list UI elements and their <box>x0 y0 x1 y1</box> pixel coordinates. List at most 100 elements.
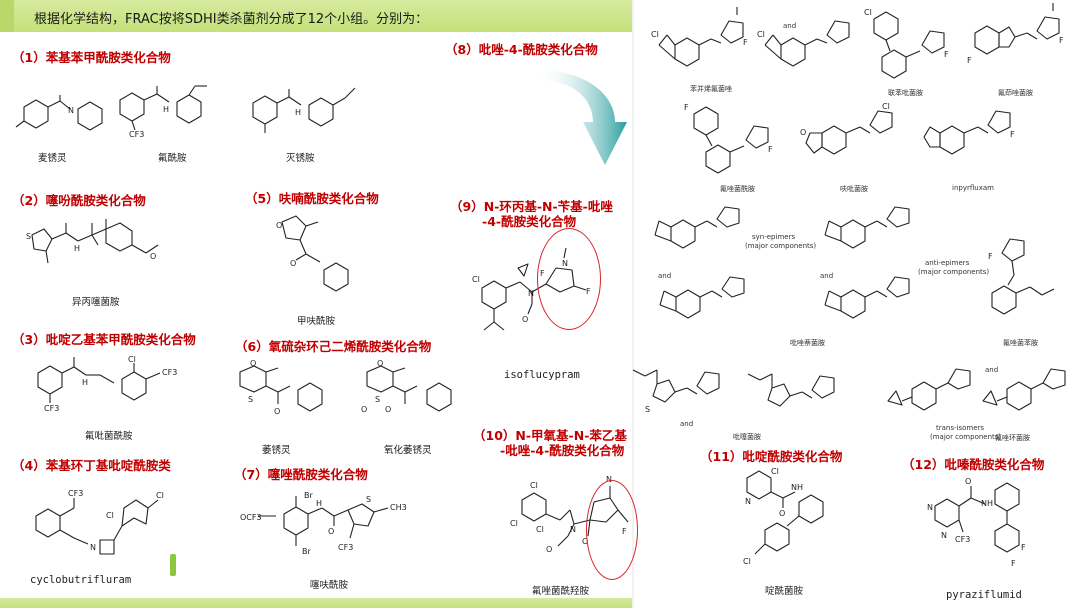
svg-text:O: O <box>274 407 280 416</box>
svg-text:O: O <box>290 259 296 268</box>
compound-name-10: 氟唑菌酰羟胺 <box>532 586 590 597</box>
structure-thifluzamide: OCF3 Br Br H O S CH3 CF3 <box>240 491 407 556</box>
structure-sedaxane-2 <box>982 368 1066 411</box>
svg-text:H: H <box>74 244 80 253</box>
structure-fluindapyr: F F <box>967 3 1064 65</box>
svg-text:Cl: Cl <box>757 30 765 39</box>
group-10-label-line1: （10）N-甲氧基-N-苯乙基 <box>473 428 627 443</box>
svg-text:N: N <box>745 497 751 506</box>
header-accent <box>0 0 14 32</box>
svg-text:Cl: Cl <box>743 557 751 566</box>
structure-sedaxane-1 <box>887 368 971 411</box>
svg-text:Cl: Cl <box>156 491 164 500</box>
svg-text:H: H <box>295 108 301 117</box>
svg-text:O: O <box>965 477 971 486</box>
svg-text:O: O <box>800 128 806 137</box>
note-anti-major: (major components) <box>918 268 990 276</box>
slide-title: 根据化学结构，FRAC按将SDHI类杀菌剂分成了12个小组。分别为： <box>34 12 429 27</box>
compound-name-6b: 氧化萎锈灵 <box>384 445 432 456</box>
compound-name-9: isoflucypram <box>504 369 580 381</box>
svg-text:S: S <box>248 395 253 404</box>
svg-text:H: H <box>163 105 169 114</box>
svg-text:F: F <box>743 38 748 47</box>
svg-text:O: O <box>582 537 588 546</box>
compound-name-2: 异丙噻菌胺 <box>72 297 120 308</box>
structure-oxycarboxin: O S O O <box>361 359 452 414</box>
svg-text:O: O <box>276 221 282 230</box>
svg-text:F: F <box>768 145 773 154</box>
pointer-arrow <box>537 70 627 165</box>
compound-name-p10: 氟唑环菌胺 <box>995 434 1030 442</box>
group-2-label: （2）噻吩酰胺类化合物 <box>12 193 146 208</box>
structure-benzovindiflupyr-isomer: Cl <box>757 20 850 67</box>
svg-text:Cl: Cl <box>882 102 890 111</box>
structure-penthiopyrad-1: S <box>632 369 720 414</box>
compound-name-p8: 吡唑萘菌胺 <box>790 339 825 347</box>
pyrazole-highlight-9 <box>537 228 601 330</box>
group-10-label-line2: -吡唑-4-酰胺类化合物 <box>500 443 625 458</box>
svg-text:H: H <box>82 378 88 387</box>
structure-fluxapyroxad: F F <box>684 103 773 174</box>
compound-name-p7: 吡噻菌胺 <box>733 433 761 441</box>
svg-text:Cl: Cl <box>530 481 538 490</box>
structure-fluopyram: H Cl CF3 CF3 <box>37 355 177 413</box>
group-12-label: （12）吡嗪酰胺类化合物 <box>902 457 1045 472</box>
group-11-label: （11）吡啶酰胺类化合物 <box>700 449 843 464</box>
svg-text:O: O <box>361 405 367 414</box>
note-syn-major: (major components) <box>745 242 817 250</box>
compound-name-1b: 氟酰胺 <box>158 153 187 164</box>
svg-text:N: N <box>941 531 947 540</box>
svg-text:F: F <box>1021 543 1026 552</box>
group-1-label: （1）苯基苯甲酰胺类化合物 <box>12 50 171 65</box>
svg-text:CF3: CF3 <box>955 535 970 544</box>
svg-text:F: F <box>684 103 689 112</box>
compound-name-3: 氟吡菌酰胺 <box>85 431 133 442</box>
svg-text:F: F <box>967 56 972 65</box>
group-7-label: （7）噻唑酰胺类化合物 <box>234 467 368 482</box>
structure-furametpyr: O Cl <box>800 102 893 155</box>
compound-name-4: cyclobutrifluram <box>30 574 132 586</box>
panel-divider <box>632 0 634 608</box>
note-and-3: and <box>820 272 834 280</box>
svg-text:N: N <box>90 543 96 552</box>
structure-isopyrazam-syn-1 <box>654 206 740 249</box>
svg-text:F: F <box>944 50 949 59</box>
svg-text:O: O <box>522 315 528 324</box>
svg-text:Cl: Cl <box>536 525 544 534</box>
svg-text:NH: NH <box>981 499 993 508</box>
compound-name-1a: 麦锈灵 <box>38 153 67 164</box>
green-marker <box>170 554 176 576</box>
svg-text:N: N <box>528 289 534 298</box>
svg-text:O: O <box>779 509 785 518</box>
note-and-5: and <box>985 366 999 374</box>
group-3-label: （3）吡啶乙基苯甲酰胺类化合物 <box>12 332 196 347</box>
svg-text:Cl: Cl <box>864 8 872 17</box>
svg-text:N: N <box>606 475 612 484</box>
svg-text:F: F <box>988 252 993 261</box>
pyrazole-highlight-10 <box>586 480 638 580</box>
svg-text:CH3: CH3 <box>390 503 407 512</box>
svg-text:S: S <box>26 232 31 241</box>
structure-fluxapyroxad-benzo: F <box>988 238 1055 315</box>
structure-isopyrazam-anti-1 <box>824 206 910 249</box>
svg-text:NH: NH <box>791 483 803 492</box>
svg-text:Cl: Cl <box>510 519 518 528</box>
svg-text:Cl: Cl <box>472 275 480 284</box>
structure-flutolanil: H CF3 <box>119 85 207 139</box>
svg-text:F: F <box>1059 36 1064 45</box>
note-anti-epimers: anti-epimers <box>925 259 970 267</box>
group-5-label: （5）呋喃酰胺类化合物 <box>245 191 379 206</box>
svg-text:F: F <box>1011 559 1016 568</box>
structure-mepronil-like: N <box>15 95 103 131</box>
svg-text:S: S <box>375 395 380 404</box>
svg-text:Cl: Cl <box>651 30 659 39</box>
svg-text:O: O <box>546 545 552 554</box>
structure-penthiopyrad-2 <box>747 373 835 407</box>
svg-text:CF3: CF3 <box>129 130 144 139</box>
compound-name-11: 啶酰菌胺 <box>765 586 804 597</box>
structure-pyraziflumid: N N O NH CF3 F F <box>927 477 1026 568</box>
structure-fenfuram: O O <box>276 215 349 292</box>
structure-isopyrazam-anti-2 <box>824 276 910 319</box>
structure-boscalid: Cl N O NH Cl <box>743 467 824 566</box>
svg-text:Cl: Cl <box>771 467 779 476</box>
